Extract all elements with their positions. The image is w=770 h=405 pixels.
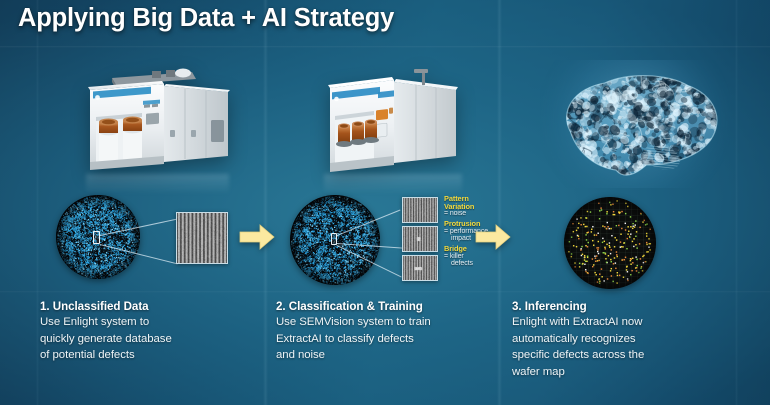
flow-arrow-2	[475, 224, 511, 250]
caption-body: Use SEMVision system to train ExtractAI …	[276, 314, 498, 364]
caption-inferencing: 3. Inferencing Enlight with ExtractAI no…	[512, 300, 752, 380]
tool-reflection	[86, 174, 229, 194]
caption-heading: 2. Classification & Training	[276, 300, 423, 313]
caption-line: ExtractAI to classify defects	[276, 332, 414, 345]
sem-detail-protrusion	[402, 226, 438, 252]
legend-item-pattern-variation: Pattern Variation = noise	[444, 195, 500, 217]
ai-brain-illustration	[512, 58, 752, 188]
legend-desc-2: defects	[451, 259, 473, 267]
legend-item-protrusion: Protrusion = performance impact	[444, 220, 500, 242]
unclassified-wafer-map	[56, 195, 140, 279]
caption-line: specific defects across the	[512, 349, 645, 362]
caption-heading: 1. Unclassified Data	[40, 300, 149, 313]
sem-detail-bridge	[402, 255, 438, 281]
wafer-detail-row-2: Pattern Variation = noise Protrusion = p…	[276, 195, 498, 300]
caption-classification-training: 2. Classification & Training Use SEMVisi…	[276, 300, 498, 364]
caption-line: automatically recognizes	[512, 332, 636, 345]
wafer-detail-row-1	[40, 195, 262, 300]
column-edge-left	[36, 0, 39, 405]
legend-item-bridge: Bridge = killer defects	[444, 245, 500, 267]
legend-desc: = noise	[444, 210, 467, 218]
semvision-tool-icon	[328, 69, 458, 172]
column-unclassified-data: 1. Unclassified Data Use Enlight system …	[40, 50, 262, 395]
legend-desc: = killer	[444, 252, 464, 260]
column-classification-training: Pattern Variation = noise Protrusion = p…	[276, 50, 498, 395]
legend-desc: = performance	[444, 227, 489, 235]
ai-brain-icon	[540, 60, 730, 188]
caption-line: of potential defects	[40, 349, 135, 362]
caption-line: wafer map	[512, 365, 565, 378]
defect-type-legend: Pattern Variation = noise Protrusion = p…	[444, 195, 500, 270]
caption-line: quickly generate database	[40, 332, 172, 345]
caption-line: Use SEMVision system to train	[276, 316, 431, 328]
legend-title: Bridge	[444, 244, 467, 254]
sem-detail-pattern-variation	[402, 197, 438, 223]
legend-title: Pattern	[444, 194, 469, 203]
caption-line: Enlight with ExtractAI now	[512, 316, 643, 328]
caption-unclassified-data: 1. Unclassified Data Use Enlight system …	[40, 300, 262, 364]
caption-body: Use Enlight system to quickly generate d…	[40, 314, 262, 364]
defect-region-callout	[331, 233, 337, 245]
tool-reflection	[324, 174, 462, 194]
classification-wafer-map	[290, 195, 380, 285]
header-seam	[0, 46, 770, 48]
semvision-tool-illustration	[276, 58, 498, 194]
column-divider-1	[263, 0, 268, 405]
column-inferencing: 3. Inferencing Enlight with ExtractAI no…	[512, 50, 752, 395]
caption-heading: 3. Inferencing	[512, 300, 587, 313]
flow-arrow-1	[239, 224, 275, 250]
caption-body: Enlight with ExtractAI now automatically…	[512, 314, 752, 380]
slide-title: Applying Big Data + AI Strategy	[18, 4, 395, 32]
legend-title: Protrusion	[444, 219, 481, 229]
defect-region-callout	[93, 231, 100, 244]
legend-title-2: Variation	[444, 201, 475, 211]
sem-detail-unclassified	[176, 212, 228, 264]
wafer-detail-row-3	[512, 195, 752, 300]
caption-line: and noise	[276, 349, 325, 362]
caption-line: Use Enlight system to	[40, 316, 150, 328]
enlight-inspection-tool-icon	[88, 68, 230, 170]
legend-desc-2: impact	[451, 234, 472, 242]
classified-wafer-map	[564, 197, 656, 289]
inspection-tool-illustration	[40, 58, 262, 194]
